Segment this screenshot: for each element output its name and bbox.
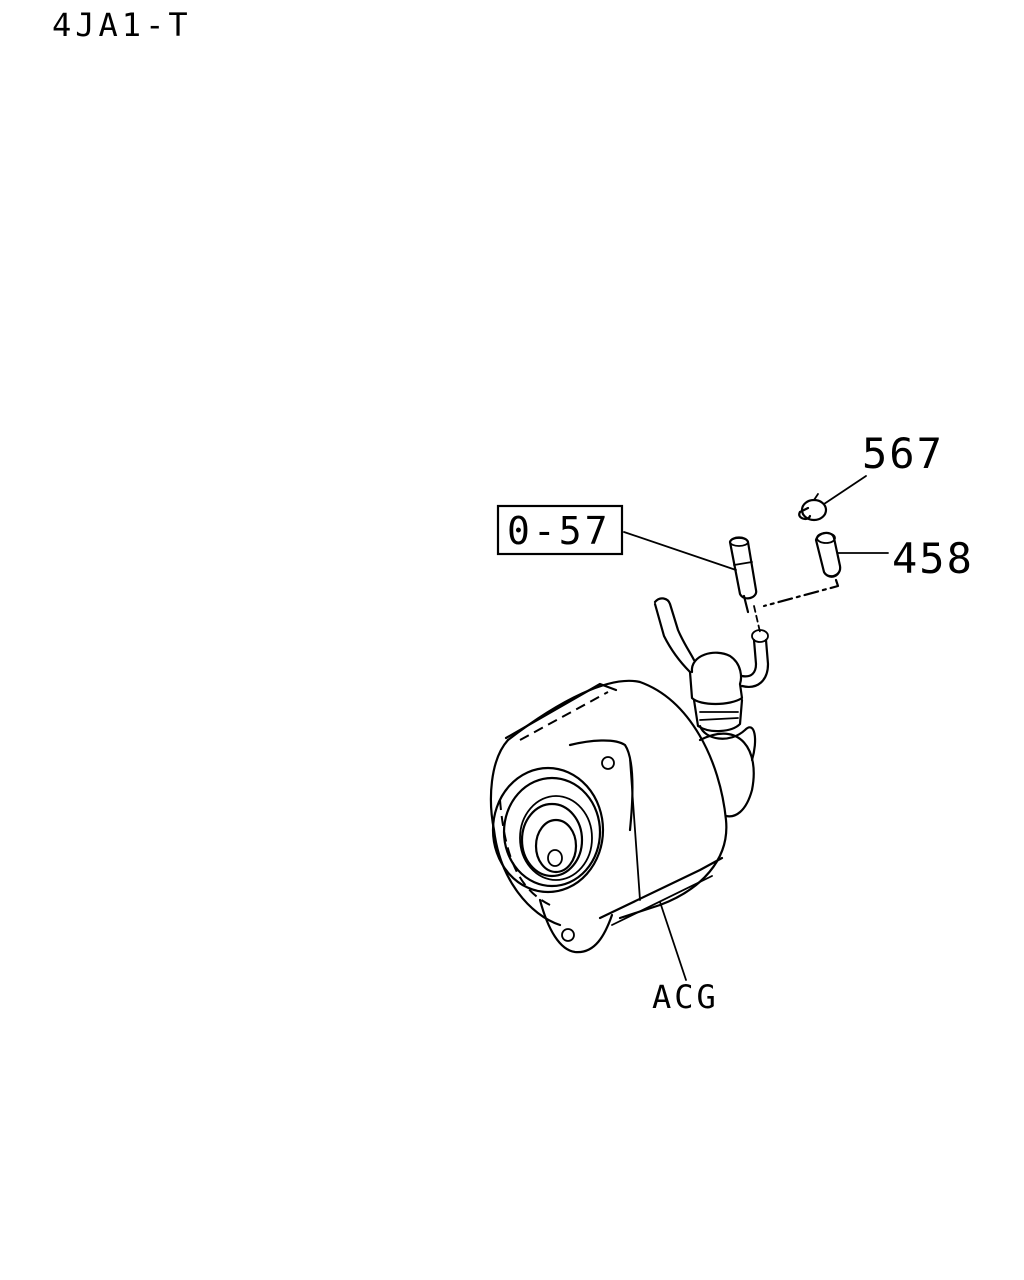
- leader-acg: [659, 901, 687, 981]
- part-label-567: 567: [862, 429, 944, 478]
- assembly-centerline-lower: [753, 605, 761, 633]
- ref-box-frame: [496, 504, 624, 556]
- assembly-centerline: [762, 578, 840, 608]
- leader-0-57: [623, 531, 737, 571]
- alternator-drawing: [489, 597, 770, 954]
- part-label-458: 458: [892, 534, 974, 583]
- assembly-label-acg: ACG: [652, 978, 719, 1016]
- leader-567: [823, 475, 867, 505]
- ref-box-label: 0-57: [507, 509, 611, 553]
- hose-clamp-part-567: [798, 493, 828, 522]
- pipe-part-0-57: [728, 536, 758, 614]
- engine-code-label: 4JA1-T: [52, 6, 192, 44]
- hose-part-458: [814, 531, 842, 578]
